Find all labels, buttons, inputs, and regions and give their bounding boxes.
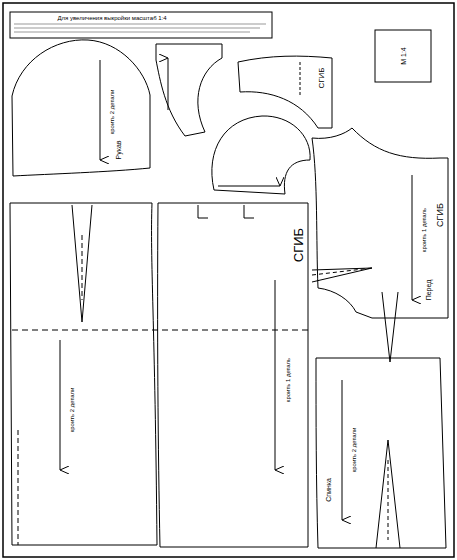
- piece-name: Перед: [425, 280, 432, 301]
- scale-note: М 1:4: [400, 47, 407, 65]
- fold-label: СГИБ: [291, 227, 306, 263]
- cut-note: кроить 2 детали: [69, 388, 75, 433]
- piece-name: Рукав: [115, 141, 122, 160]
- cut-note: кроить 1 деталь: [285, 358, 291, 402]
- fold-label: СГИБ: [317, 66, 327, 89]
- header-note: Для увеличения выкройки масштаб 1:4: [57, 15, 166, 21]
- cut-note: кроить 1 деталь: [421, 208, 427, 252]
- piece-name: Спинка: [325, 478, 332, 502]
- fold-label: СГИБ: [435, 202, 446, 228]
- cut-note: кроить 2 детали: [351, 428, 357, 473]
- cut-note: кроить 2 детали: [109, 90, 115, 135]
